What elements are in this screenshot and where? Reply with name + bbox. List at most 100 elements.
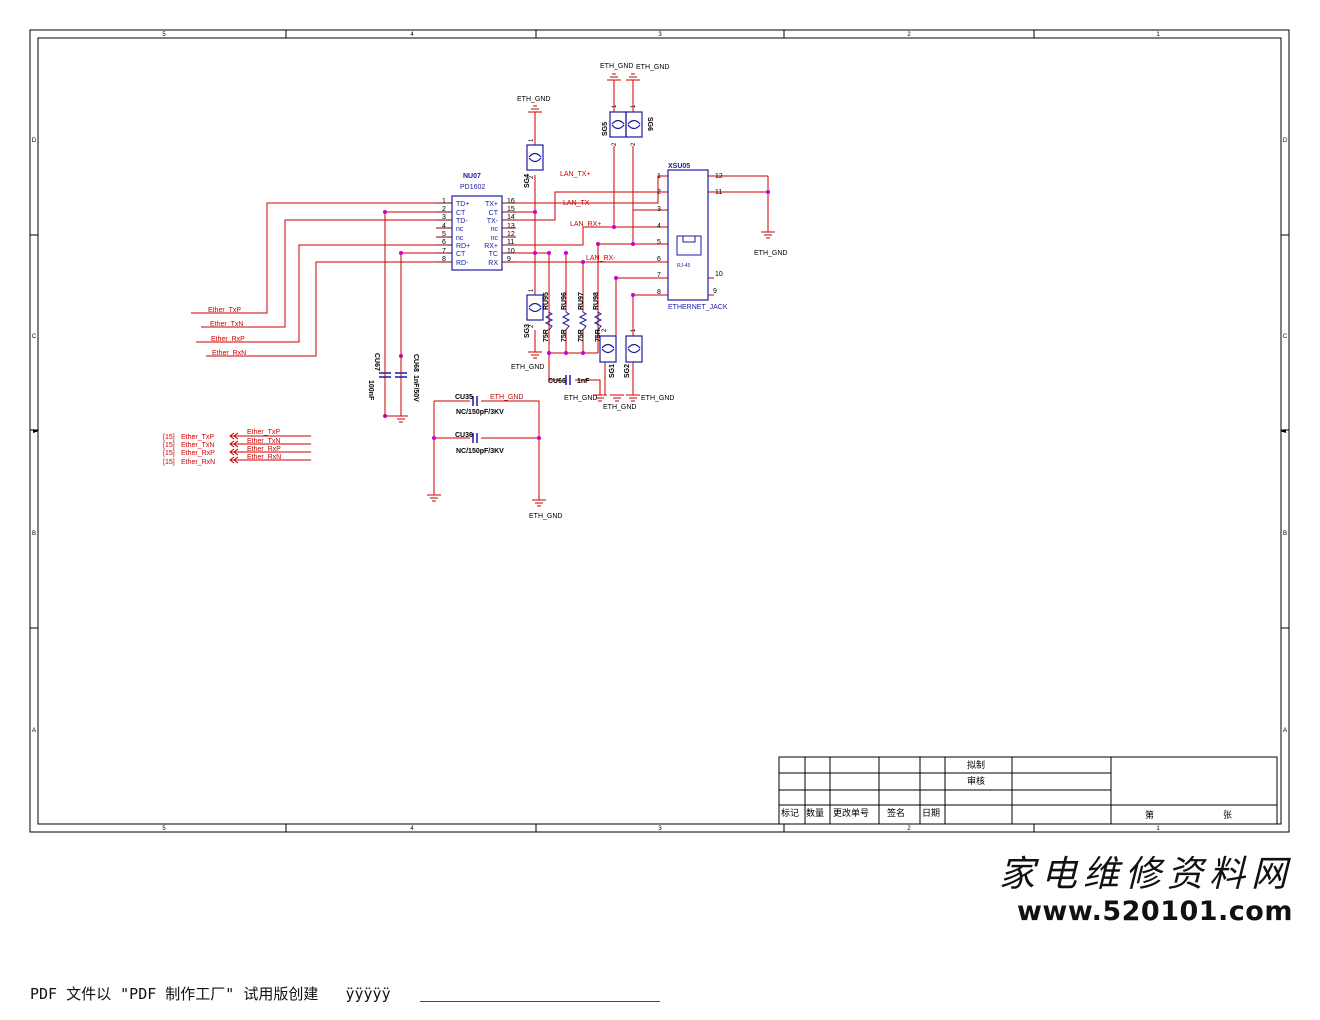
offpage-page-ref: [15]: [163, 450, 175, 457]
title-col-header: 日期: [922, 808, 940, 819]
transformer-pin-name: TD+: [456, 201, 469, 208]
ground-label: ETH_GND: [529, 513, 562, 520]
capacitor-cu36: [472, 433, 478, 443]
title-sheets: 张: [1223, 810, 1232, 821]
cap-ref-cu68: CU68: [412, 354, 419, 372]
net-label-ether-rxp: Ether_RxP: [211, 336, 245, 343]
transformer-pin-name: CT: [489, 210, 499, 217]
transformer-part: PD1602: [460, 184, 485, 191]
ground-icon: [607, 73, 621, 81]
capacitors: [379, 372, 571, 443]
jack-pin-number: 2: [657, 189, 661, 196]
transformer-pin-name: nc: [456, 235, 464, 242]
net-label-eth-gnd-cu35: ETH_GND: [490, 394, 523, 401]
surge-pin-1: 1: [529, 288, 535, 292]
pdf-footer-link[interactable]: ÿÿÿÿÿ: [345, 985, 391, 1003]
title-col-header: 标记: [781, 807, 799, 819]
net-label-ether-rxn: Ether_RxN: [212, 350, 246, 357]
resistor-ru95: [544, 311, 554, 331]
surge-pin-2: 2: [529, 175, 535, 179]
resistor-ru97: [578, 311, 588, 331]
surge-arrester-sg5: [609, 111, 627, 138]
ground-label: ETH_GND: [754, 250, 787, 257]
surge-arresters: [526, 111, 643, 363]
ground-label: ETH_GND: [603, 404, 636, 411]
cap-value-cu35: NC/150pF/3KV: [456, 409, 504, 416]
offpage-signal: Ether_TxP: [181, 434, 214, 441]
surge-label-sg6: SG6: [646, 117, 653, 131]
resistor-value: 75R: [595, 329, 602, 342]
cap-ref-cu66: CU66: [548, 378, 566, 385]
col-label-top-1: 5: [162, 32, 166, 38]
ground-icon: [528, 105, 542, 113]
surge-label-sg3: SG3: [524, 324, 531, 338]
col-label-top-2: 4: [410, 32, 414, 38]
watermark-chinese: 家电维修资料网: [998, 854, 1293, 895]
surge-pin-2: 2: [529, 324, 535, 328]
surge-arrester-sg3: [526, 294, 544, 321]
surge-pin-2: 2: [602, 328, 608, 332]
row-label-left-a: A: [32, 728, 36, 734]
row-label-right-d: D: [1283, 138, 1288, 144]
cap-value-cu36: NC/150pF/3KV: [456, 448, 504, 455]
col-label-bottom-3: 3: [658, 826, 662, 832]
transformer-pin-number: 1: [442, 198, 446, 205]
transformer-pin-number: 11: [507, 239, 514, 246]
col-label-bottom-1: 5: [162, 826, 166, 832]
title-checked: 审核: [967, 775, 985, 787]
offpage-page-ref: [15]: [163, 434, 175, 441]
pdf-footer-link-underline: [420, 1001, 660, 1002]
title-block: 拟制 审核 标记 数量 更改单号 签名 日期 第 张: [778, 756, 1278, 825]
jack-part: ETHERNET_JACK: [668, 304, 728, 311]
transformer-pin-name: CT: [456, 251, 466, 258]
cap-ref-cu35: CU35: [455, 394, 473, 401]
row-label-left-c: C: [32, 334, 37, 340]
offpage-signal: Ether_RxN: [181, 459, 215, 466]
transformer-pin-name: nc: [491, 235, 499, 242]
wires: [191, 80, 769, 500]
resistor-ref: RU97: [578, 292, 585, 310]
ground-icon: [626, 73, 640, 81]
transformer-pin-name: RD+: [456, 243, 470, 250]
title-col-header: 签名: [887, 807, 905, 819]
row-label-right-b: B: [1283, 531, 1287, 537]
transformer-pin-number: 16: [507, 198, 515, 205]
col-label-bottom-2: 4: [410, 826, 414, 832]
transformer-pin-number: 13: [507, 223, 515, 230]
jack-pin-number: 1: [657, 173, 661, 180]
jack-inner-label: RJ-45: [677, 263, 691, 269]
row-label-right-c: C: [1283, 334, 1288, 340]
surge-label-sg5: SG5: [602, 122, 609, 136]
title-drawn: 拟制: [967, 759, 985, 771]
jack-pin-number: 9: [713, 288, 717, 295]
jack-pin-number: 8: [657, 289, 661, 296]
surge-pin-2: 2: [631, 142, 637, 146]
frame-marker-arrows: [33, 429, 1286, 433]
capacitor-cu35: [472, 396, 478, 406]
offpage-net-label: Ether_TxP: [247, 429, 280, 436]
jack-pin-number: 12: [715, 173, 723, 180]
transformer-pin-name: RX+: [484, 243, 498, 250]
offpage-net-label: Ether_TxN: [247, 438, 280, 445]
surge-arrester-sg1: [599, 335, 617, 363]
transformer-nu07: NU07 PD1602 TD+ CT TD- nc nc RD+ CT RD- …: [436, 173, 516, 271]
offpage-signal: Ether_RxP: [181, 450, 215, 457]
ground-label: ETH_GND: [636, 64, 669, 71]
jack-pin-number: 5: [657, 239, 661, 246]
jack-ref: XSU05: [668, 163, 690, 170]
ground-icon: [528, 351, 542, 359]
ground-icon: [427, 494, 441, 502]
transformer-ref: NU07: [463, 173, 481, 180]
transformer-pin-number: 7: [442, 248, 446, 255]
resistor-value: 75R: [561, 329, 568, 342]
transformer-pin-number: 9: [507, 256, 511, 263]
capacitor-cu66: [565, 375, 571, 385]
surge-pin-1: 1: [612, 104, 618, 108]
net-label-lan-rx-n: LAN_RX-: [586, 255, 616, 262]
transformer-pin-number: 6: [442, 239, 446, 246]
jack-pin-number: 6: [657, 256, 661, 263]
surge-label-sg4: SG4: [524, 174, 531, 188]
net-label-ether-txp: Ether_TxP: [208, 307, 241, 314]
net-label-lan-rx-p: LAN_RX+: [570, 221, 601, 228]
